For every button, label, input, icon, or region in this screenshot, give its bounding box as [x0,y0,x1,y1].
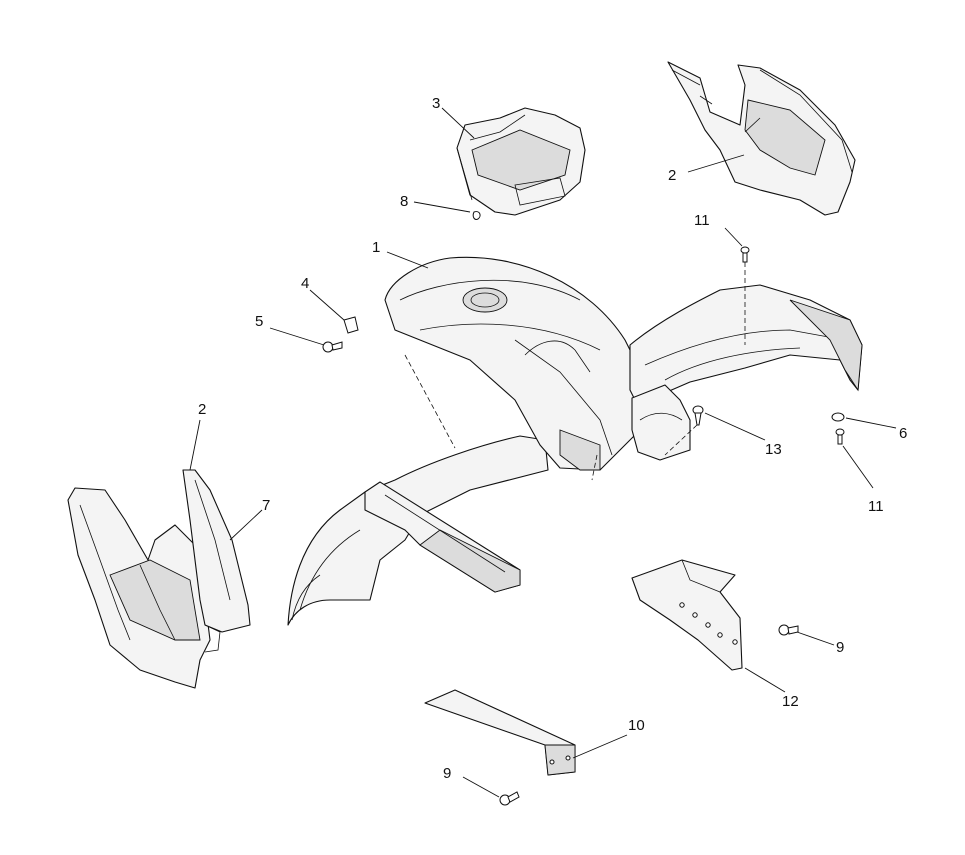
clip-part-4 [343,316,359,334]
callout-3: 3 [432,95,440,112]
rivet-part-5 [322,341,343,353]
callout-8: 8 [400,193,408,210]
callout-labels: 1 2 2 3 4 5 6 7 8 9 9 10 11 11 12 13 [198,95,907,782]
hardware-items [322,211,845,806]
front-fender-part [287,256,863,626]
leader-lines [189,107,897,798]
bolt-part-9-bottom [499,791,520,806]
callout-1: 1 [372,239,380,256]
callout-11-bottom: 11 [868,498,884,515]
callout-13: 13 [765,441,782,458]
callout-9-right: 9 [836,639,844,656]
screw-part-11-bottom [835,428,845,445]
bolt-part-9-right [778,624,799,636]
washer-part-6 [831,412,845,422]
callout-9-bottom: 9 [443,765,451,782]
callout-2-left-panel: 2 [198,401,206,418]
right-heat-shield-part [631,559,743,671]
left-trim-panel-part [182,469,251,653]
headlight-pod-cover-part [456,107,586,216]
callout-2-right-panel: 2 [668,167,676,184]
callout-7: 7 [262,497,270,514]
callout-4: 4 [301,275,309,292]
callout-10: 10 [628,717,645,734]
pin-part-8 [472,211,481,220]
left-side-panel-part [67,487,211,689]
fastener-part-13 [692,405,704,426]
callout-5: 5 [255,313,263,330]
callout-6: 6 [899,425,907,442]
screw-part-11-top [740,246,750,263]
bottom-heat-shield-part [424,689,576,776]
callout-11-top: 11 [694,212,710,229]
right-side-panel-part [667,61,856,216]
callout-12: 12 [782,693,799,710]
assembly-lines [404,262,746,481]
